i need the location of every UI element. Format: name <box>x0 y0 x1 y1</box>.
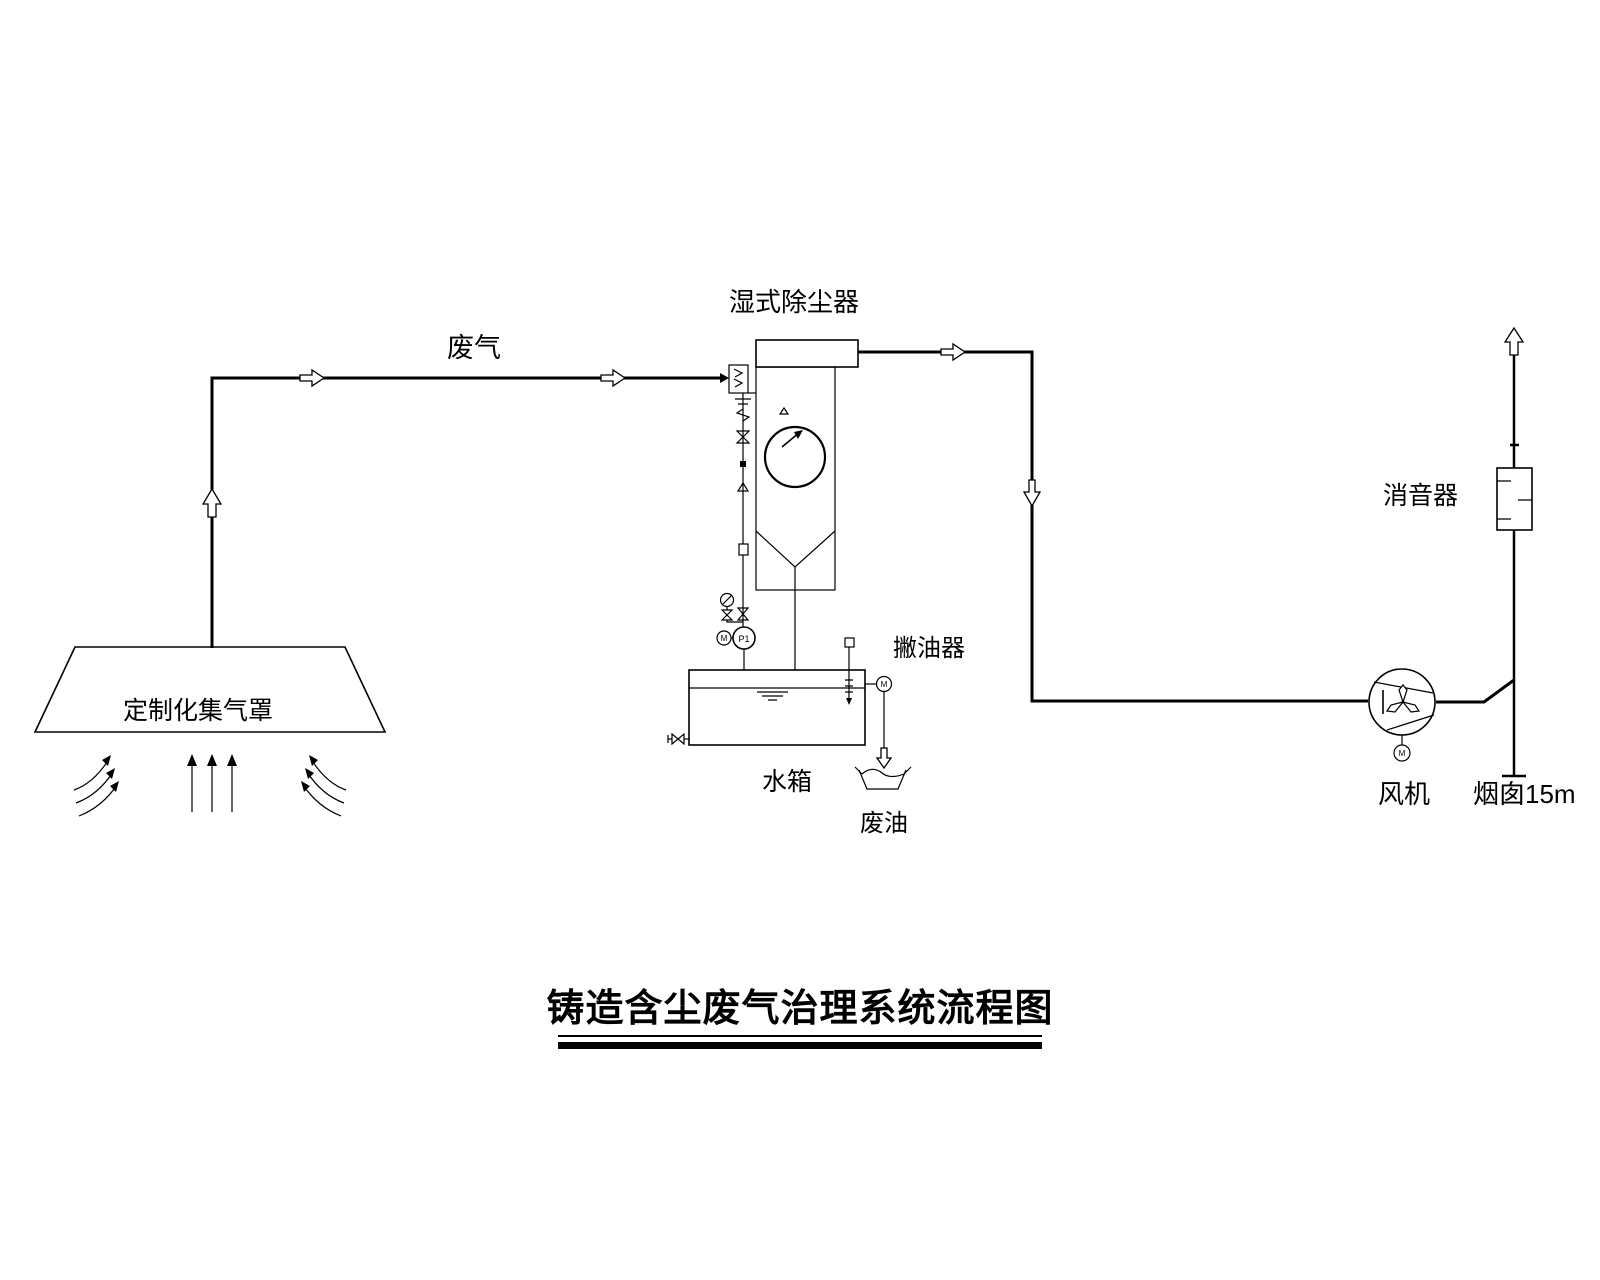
title-underline-thick <box>558 1042 1042 1049</box>
outlet-duct <box>858 342 1368 703</box>
flow-arrow-right <box>600 368 627 388</box>
title-underline-thin <box>558 1035 1042 1037</box>
vortex-circle <box>763 425 827 489</box>
airflow-arrowhead <box>187 754 197 766</box>
airflow-arrowhead <box>301 781 310 792</box>
fan-blade <box>1385 700 1405 713</box>
flow-arrow-right <box>940 342 967 362</box>
airflow-arrows-middle <box>187 754 237 812</box>
flow-arrow-down <box>875 747 893 770</box>
flange-icon <box>735 398 751 405</box>
airflow-arrowhead <box>102 755 111 766</box>
sensor-dot <box>740 461 746 467</box>
spray-nozzle-icon <box>733 368 744 378</box>
water-level-icon <box>757 691 788 701</box>
gauge-needle <box>722 594 733 605</box>
airflow-arrowhead <box>227 754 237 766</box>
airflow-arrows-left <box>73 755 119 817</box>
flex-joint-icon <box>735 408 751 422</box>
waste-gas-label: 废气 <box>447 333 501 363</box>
fan-label: 风机 <box>1378 779 1430 809</box>
oil-skimmer: M 撇油器 废油 <box>844 635 965 837</box>
waste-oil-container <box>854 766 912 790</box>
drain-end-cap <box>667 735 672 743</box>
flow-meter-icon <box>738 543 749 556</box>
spray-water-line: P1 M <box>716 393 756 723</box>
fan-outlet-pipe <box>1436 678 1515 704</box>
spray-nozzle-icon <box>733 378 744 388</box>
skimmer-motor-circle <box>875 675 893 693</box>
muffler-label: 消音器 <box>1383 482 1458 510</box>
muffler-body <box>1496 467 1533 531</box>
fan-blade <box>1398 684 1408 704</box>
airflow-arrowhead <box>207 754 217 766</box>
pump-valve-icon <box>736 607 750 621</box>
pump-motor-tag: M <box>721 634 728 643</box>
oil-surface-wave <box>861 768 905 778</box>
hood-label: 定制化集气罩 <box>123 697 273 725</box>
flow-arrow-right <box>299 368 326 388</box>
airflow-arrowhead <box>106 768 115 779</box>
scrubber-column <box>755 366 836 591</box>
water-tank-label: 水箱 <box>762 768 812 796</box>
hood-body <box>33 646 387 733</box>
scrubber-header <box>755 339 859 368</box>
vortex-rotation-arrowhead <box>794 430 803 439</box>
pressure-gauge-icon <box>719 592 735 608</box>
chimney: 消音器 烟囱15m <box>1383 326 1576 809</box>
gauge-branch-pipe <box>726 620 743 623</box>
wet-scrubber: 湿式除尘器 <box>728 287 859 719</box>
nozzle-triangle <box>778 406 790 415</box>
collection-hood: 定制化集气罩 <box>33 646 387 817</box>
fan-motor-tag: M <box>1399 749 1406 758</box>
spray-inlet-box <box>728 364 749 394</box>
flow-arrow-up <box>201 487 223 518</box>
fan: M 风机 <box>1368 668 1515 809</box>
flow-arrow-up <box>1503 326 1525 356</box>
fan-blade <box>1401 700 1421 713</box>
fan-motor-circle <box>1393 744 1411 762</box>
waste-oil-label: 废油 <box>860 810 908 837</box>
flow-arrow-down <box>1022 479 1042 508</box>
waste-gas-duct: 废气 <box>201 333 729 648</box>
triangle-fitting-icon <box>736 481 750 492</box>
airflow-arrowhead <box>305 768 314 779</box>
valve-icon <box>735 430 751 444</box>
container-body <box>858 769 907 790</box>
muffler: 消音器 <box>1383 467 1533 531</box>
title-block: 铸造含尘废气治理系统流程图 <box>546 988 1053 1049</box>
skimmer-handle <box>844 637 855 648</box>
scrubber-label: 湿式除尘器 <box>729 287 859 317</box>
gauge-valve-icon <box>720 609 734 621</box>
inlet-arrowhead <box>720 373 729 383</box>
drain-valve-icon <box>671 732 685 746</box>
skimmer-label: 撇油器 <box>893 635 965 662</box>
water-tank: 水箱 <box>667 669 866 796</box>
skimmer-rod-tip <box>846 698 852 705</box>
skimmer-motor-tag: M <box>881 680 888 689</box>
tank-body <box>688 669 866 746</box>
muffler-baffles <box>1497 480 1532 520</box>
airflow-arrowhead <box>110 781 119 792</box>
skimmer-rod-ticks <box>845 679 853 693</box>
airflow-arrows-right <box>301 755 347 817</box>
chimney-label: 烟囱15m <box>1473 779 1576 809</box>
waste-gas-pipe <box>210 376 721 648</box>
fan-impeller-icon <box>1385 684 1421 713</box>
airflow-arrowhead <box>309 755 318 766</box>
pump-tag: P1 <box>738 634 749 644</box>
page-title: 铸造含尘废气治理系统流程图 <box>546 988 1053 1030</box>
